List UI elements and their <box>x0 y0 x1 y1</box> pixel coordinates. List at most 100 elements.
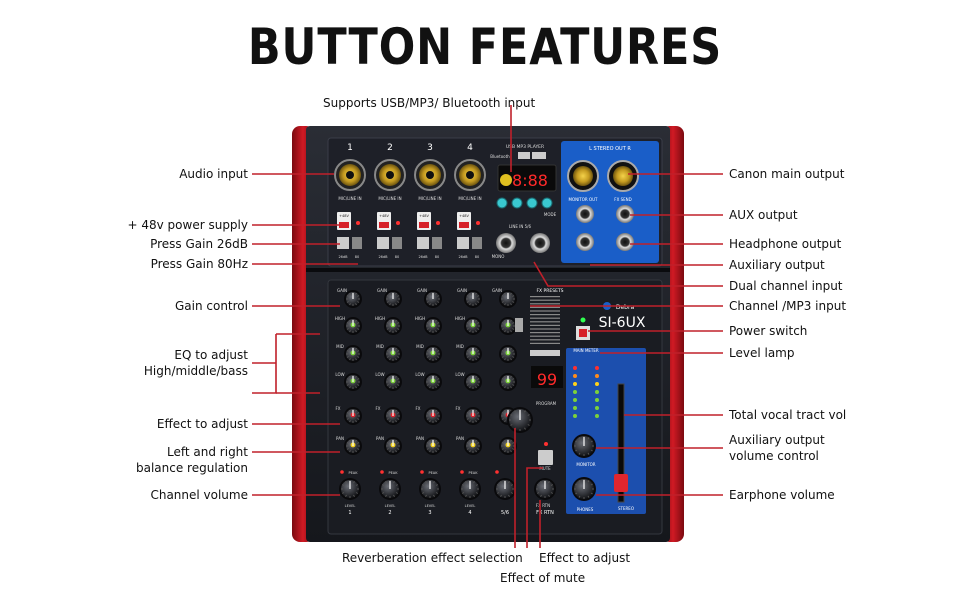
gain-knob-4-ridge <box>466 295 469 297</box>
label-channel-mp3-input: Channel /MP3 input <box>729 299 847 313</box>
eq-knob-3-0-ridge <box>429 330 431 333</box>
eq-knob-56-0-ridge <box>510 330 512 333</box>
fx-knob-2-ridge <box>386 412 389 414</box>
main-meter-label: MAIN METER <box>573 348 599 353</box>
eq-knob-3-2-ridge <box>437 384 440 386</box>
phantom-button-red-2 <box>379 222 389 228</box>
phantom-button-red-3 <box>419 222 429 228</box>
xlr-hole-2 <box>386 171 394 179</box>
gain-label-3: GAIN <box>417 288 427 293</box>
fx-preset-line <box>530 324 560 326</box>
pan-knob-1-ridge <box>346 448 349 450</box>
eq-knob-1-1-ridge <box>355 358 357 361</box>
eq-knob-1-2-ridge <box>349 386 351 389</box>
eq-knob-2-1-ridge <box>389 358 391 361</box>
level-label-1: LEVEL <box>345 504 356 508</box>
peak-led-56 <box>495 470 499 474</box>
eq-knob-4-0-ridge <box>469 330 471 333</box>
eq-knob-2-1-ridge <box>397 350 400 352</box>
line-in-jack-left <box>496 233 516 253</box>
gain-knob-2-ridge <box>386 301 389 303</box>
level-knob-fx-rtn-ridge <box>540 494 542 498</box>
pan-label-4: PAN <box>456 436 464 441</box>
eq-knob-3-1-ridge <box>429 347 431 350</box>
eq-knob-2-2-ridge <box>397 378 400 380</box>
fx-knob-3-ridge <box>437 418 440 420</box>
fx-preset-line <box>530 306 560 308</box>
fx-knob-3-ridge <box>435 409 437 412</box>
eq-knob-2-2-ridge <box>386 378 389 380</box>
gain-knob-4-ridge <box>475 303 477 306</box>
label-aux-volume-line2: volume control <box>729 449 819 463</box>
gain-knob-56-ridge <box>504 303 506 306</box>
pan-knob-4-ridge <box>466 448 469 450</box>
eq-knob-56-2-ridge <box>510 375 512 378</box>
eq-knob-56-2-ridge <box>501 384 504 386</box>
pad-button-1 <box>337 237 349 249</box>
fx-knob-3-ridge <box>429 409 431 412</box>
gain-knob-3-ridge <box>437 295 440 297</box>
gain-knob-2-ridge <box>395 303 397 306</box>
pan-knob-56-ridge <box>501 448 504 450</box>
phantom-label-2: +48V <box>379 214 389 218</box>
level-knob-5-6-ridge <box>496 484 500 486</box>
peak-label-1: PEAK <box>348 471 358 475</box>
label-eq-adjust-line2: High/middle/bass <box>143 364 248 378</box>
gain-knob-2-ridge <box>389 292 391 295</box>
fx-knob-4-ridge <box>466 418 469 420</box>
eq-knob-4-1-ridge <box>466 356 469 358</box>
level-knob-4-ridge <box>475 484 479 486</box>
eq-knob-1-1-ridge <box>357 350 360 352</box>
eq-knob-2-0-ridge <box>395 330 397 333</box>
fx-knob-3-ridge <box>426 412 429 414</box>
xlr-hole-3 <box>426 171 434 179</box>
monitor-knob-ridge <box>590 440 593 443</box>
fx-preset-line <box>530 314 560 316</box>
pan-knob-3-ridge <box>437 442 440 444</box>
xlr-hole-1 <box>346 171 354 179</box>
phones-knob-ridge <box>578 495 581 498</box>
level-knob-5-6-ridge <box>500 494 502 498</box>
level-label-3: LEVEL <box>425 504 436 508</box>
level-knob-1-ridge <box>345 480 347 484</box>
level-knob-2-ridge <box>381 484 385 486</box>
level-knob-2-ridge <box>393 480 395 484</box>
level-knob-fx-rtn-ridge <box>550 484 554 486</box>
label-effect-adjust-bottom: Effect to adjust <box>539 551 631 565</box>
leader-line-17 <box>533 261 723 287</box>
fx-knob-1-ridge <box>346 418 349 420</box>
gain-knob-56-ridge <box>512 301 515 303</box>
stereo-label: STEREO <box>618 506 634 511</box>
gain-label-1: GAIN <box>337 288 347 293</box>
meter-led-right-5 <box>595 398 599 402</box>
level-knob-fx-rtn-ridge <box>536 492 540 494</box>
level-knob-3-ridge <box>435 492 439 494</box>
eq-knob-1-1-ridge <box>346 356 349 358</box>
eq-knob-56-1-ridge <box>510 358 512 361</box>
page-title: BUTTON FEATURES <box>247 18 723 76</box>
eq-knob-2-0-ridge <box>397 322 400 324</box>
program-knob-ridge <box>527 414 530 416</box>
pan-label-3: PAN <box>416 436 424 441</box>
phantom-label-3: +48V <box>419 214 429 218</box>
gain-knob-4-ridge <box>475 292 477 295</box>
lowcut-label-2: 80 <box>395 255 399 259</box>
fx-knob-56-ridge <box>501 412 504 414</box>
gain-knob-56-ridge <box>501 301 504 303</box>
eq-knob-2-2-ridge <box>395 375 397 378</box>
eq-knob-56-1-ridge <box>504 358 506 361</box>
bluetooth-label: Bluetooth <box>490 154 510 159</box>
pan-knob-4-ridge <box>475 450 477 453</box>
level-knob-1-ridge <box>353 494 355 498</box>
eq-knob-56-0-ridge <box>501 322 504 324</box>
level-knob-2-ridge <box>385 494 387 498</box>
monitor-knob-ridge <box>575 449 578 452</box>
pan-knob-2-ridge <box>389 450 391 453</box>
phantom-led-2 <box>396 221 400 225</box>
gain-knob-56-ridge <box>504 292 506 295</box>
fx-preset-line <box>530 321 560 323</box>
eq-knob-1-2-ridge <box>355 375 357 378</box>
gain-knob-1-ridge <box>346 301 349 303</box>
pan-knob-56-ridge <box>504 439 506 442</box>
level-knob-fx-rtn-ridge <box>536 484 540 486</box>
